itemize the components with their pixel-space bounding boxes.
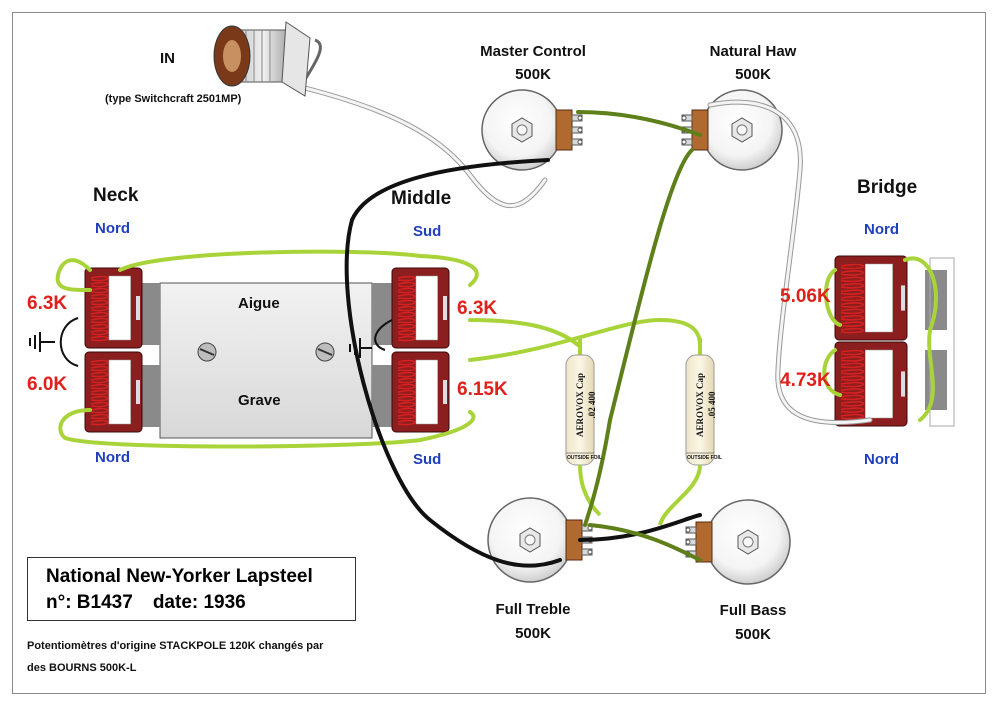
info-box: National New-Yorker Lapsteel n°: B1437 da… [27,557,356,621]
neck-bobbin-top [84,267,143,349]
pot-master-name: Master Control [480,43,586,60]
bridge-bottom-resistance: 4.73K [780,370,831,391]
middle-bobbin-bottom [391,351,450,433]
neck-magnet-top [142,283,160,345]
neck-title: Neck [93,185,139,206]
bridge-top-resistance: 5.06K [780,286,831,307]
note-line-2: des BOURNS 500K-L [27,662,137,674]
ground-symbol-neck [29,317,79,367]
cap1-brand: AEROVOX Cap [575,372,585,438]
cap2-brand: AEROVOX Cap [695,372,705,438]
pot-natural-value: 500K [735,66,771,83]
pot-master-value: 500K [515,66,551,83]
pot-natural-name: Natural Haw [709,43,797,60]
plate-bottom-label: Grave [238,392,281,409]
plate-top-label: Aigue [238,295,280,312]
neck-bobbin-bottom [84,351,143,433]
signal-wires [302,85,873,568]
neck-bottom-pole: Nord [95,449,130,466]
jack-title: IN [160,50,175,67]
serial-number: n°: B1437 [46,592,133,613]
pot-bass-value: 500K [735,626,771,643]
diagram-frame [12,12,986,694]
middle-top-resistance: 6.3K [457,298,498,319]
bridge-bobbin-bottom [834,341,908,427]
note-line-1: Potentiomètres d'origine STACKPOLE 120K … [27,640,324,652]
serial-date-line: n°: B1437 date: 1936 [46,592,266,614]
middle-magnet-bottom [372,365,392,427]
neck-top-pole: Nord [95,220,130,237]
pot-treble-name: Full Treble [495,601,571,618]
middle-title: Middle [391,188,452,209]
cap2-value: .05 400 [707,391,717,419]
neck-bottom-resistance: 6.0K [27,374,68,395]
model-name: National New-Yorker Lapsteel [46,566,313,587]
plate-screw-left [197,342,217,362]
cap1-value: .02 400 [587,391,597,419]
middle-bottom-pole: Sud [413,451,442,468]
pickup-lead-wires [55,249,938,449]
bridge-bobbin-top [834,255,908,341]
jack-subtitle: (type Switchcraft 2501MP) [105,93,242,105]
bridge-top-pole: Nord [864,221,899,238]
pot-treble-value: 500K [515,625,551,642]
capacitor-05 [658,338,715,526]
pot-bass-name: Full Bass [719,602,787,619]
middle-magnet-top [372,283,392,345]
middle-top-pole: Sud [413,223,442,240]
pot-bass[interactable] [685,499,791,585]
neck-top-resistance: 6.3K [27,293,68,314]
middle-bobbin-top [391,267,450,349]
bridge-bottom-pole: Nord [864,451,899,468]
pickup-plate [159,282,373,439]
middle-bottom-resistance: 6.15K [457,379,508,400]
bridge-magnet-bottom [925,350,947,410]
output-jack [213,21,322,97]
plate-screw-right [315,342,335,362]
cap2-foil: OUTSIDE FOIL [687,455,722,461]
bridge-title: Bridge [857,177,918,198]
build-date: date: 1936 [152,592,246,613]
neck-magnet-bottom [142,365,160,427]
capacitor-02 [565,338,602,517]
pot-master[interactable] [481,89,583,171]
cap1-foil: OUTSIDE FOIL [567,455,602,461]
pot-treble[interactable] [487,497,593,583]
